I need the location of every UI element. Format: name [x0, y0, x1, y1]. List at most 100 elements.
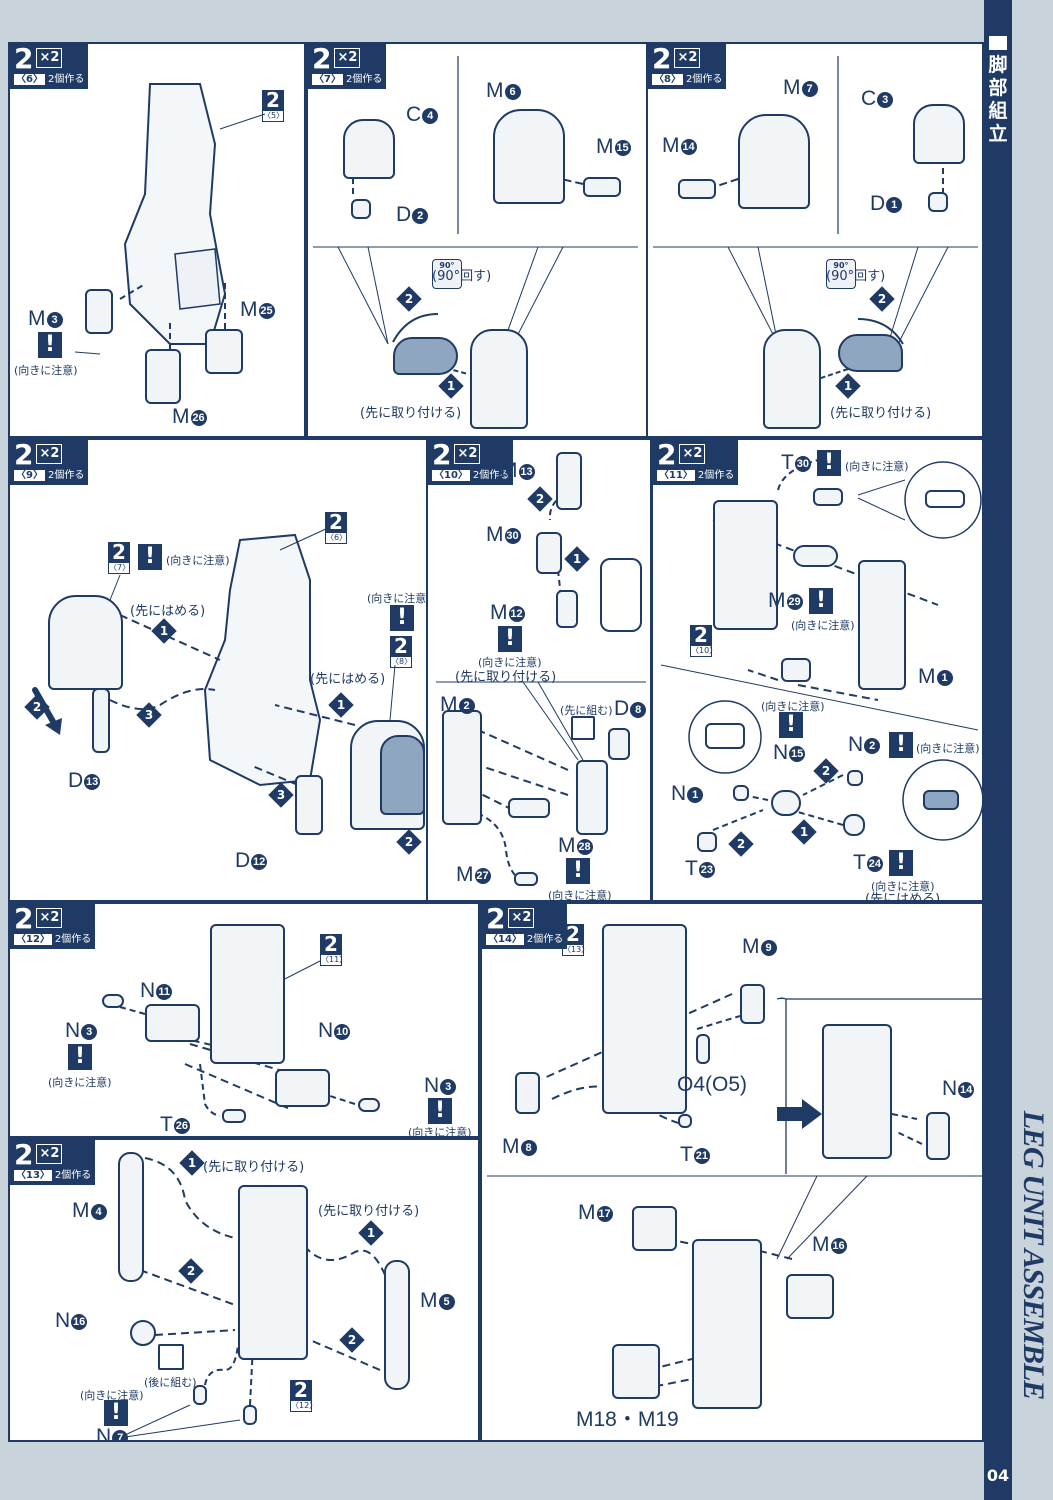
part-n1	[733, 785, 749, 801]
rotate-note: (90°回す)	[432, 268, 492, 284]
part-m14	[678, 179, 716, 199]
part-step8-cover	[380, 735, 425, 815]
rotate-90-indicator: 90° (90°回す)	[432, 259, 491, 289]
seq-number: 2	[535, 492, 545, 506]
part-letter: C	[406, 103, 422, 126]
part-number: 4	[422, 108, 439, 124]
part-letter: D	[396, 203, 412, 226]
note-fit-first: (先にはめる)	[865, 892, 941, 902]
step-number: 2	[486, 902, 506, 935]
part-number: 7	[112, 1430, 129, 1440]
part-number: 27	[474, 868, 491, 884]
make-two-note: 2個作る	[47, 470, 85, 481]
part-letter: N	[671, 782, 687, 805]
step-sub-number: 〈11〉	[657, 470, 695, 481]
part-number: 2	[864, 738, 881, 754]
part-letter: N	[318, 1019, 334, 1042]
part-letter: M	[490, 601, 508, 624]
step-badge: 2×2 〈8〉2個作る	[648, 44, 727, 89]
part-m7	[738, 114, 810, 209]
multiplier-badge: ×2	[36, 48, 63, 68]
seq-marker-2: 2	[178, 1258, 204, 1284]
part-letter: M	[500, 459, 518, 482]
part-n15	[771, 790, 801, 816]
part-number: 16	[71, 1314, 88, 1330]
ref-step-5: 2〈5〉	[262, 90, 284, 122]
seq-number: 1	[572, 552, 582, 566]
ref-step-sub: 〈11〉	[320, 954, 348, 966]
part-step11-assembly	[210, 924, 285, 1064]
seq-number: 2	[347, 1333, 357, 1347]
part-letter: M	[240, 298, 258, 321]
part-number: 1	[687, 787, 704, 803]
ref-step-sub: 〈8〉	[390, 656, 413, 668]
part-number: 5	[438, 1294, 455, 1310]
part-m12-assembled	[576, 760, 608, 835]
step-badge: 2×2 〈11〉2個作る	[653, 440, 739, 485]
seq-marker-1: 1	[564, 546, 590, 572]
part-c4-rotated	[393, 337, 458, 375]
part-number: 30	[504, 528, 521, 544]
multiplier-badge: ×2	[454, 444, 481, 464]
step-sub-number: 〈10〉	[432, 470, 470, 481]
part-letter: N	[65, 1019, 81, 1042]
part-letter: M	[918, 665, 936, 688]
make-two-note: 2個作る	[54, 934, 92, 945]
seq-number: 3	[144, 708, 154, 722]
ref-step-6: 2〈6〉	[325, 512, 347, 544]
part-d13	[92, 688, 110, 753]
part-m8	[515, 1072, 540, 1114]
note-fit-first: (先にはめる)	[310, 672, 386, 687]
part-letter: M	[440, 693, 458, 716]
warning-icon: !	[817, 450, 841, 476]
section-title-en: LEG UNIT ASSEMBLE	[1013, 1085, 1053, 1425]
multiplier-badge: ×2	[334, 48, 361, 68]
part-number: 17	[596, 1206, 613, 1222]
part-step7-assembly	[48, 595, 123, 690]
part-letter: M	[28, 307, 46, 330]
part-d1	[928, 192, 948, 212]
seq-marker-1: 1	[438, 373, 464, 399]
part-letter: M	[486, 79, 504, 102]
ref-step-sub: 〈6〉	[325, 532, 348, 544]
page-number: 04	[986, 1466, 1010, 1485]
step-badge: 2×2 〈6〉2個作る	[10, 44, 89, 89]
part-o4	[696, 1034, 710, 1064]
part-final-assembly	[692, 1239, 762, 1409]
note-assemble-later: (後に組む)	[144, 1376, 197, 1389]
step-number: 2	[14, 1138, 34, 1171]
part-m26	[145, 349, 181, 404]
step-sub-number: 〈13〉	[14, 1170, 52, 1181]
note-mind-direction: (向きに注意)	[548, 889, 612, 902]
seq-marker-1: 1	[835, 373, 861, 399]
part-number: 7	[801, 81, 818, 97]
seq-number: 1	[843, 379, 853, 393]
multiplier-badge: ×2	[36, 1144, 63, 1164]
part-number: 10	[334, 1024, 351, 1040]
part-letter: T	[781, 451, 794, 474]
warning-icon: !	[138, 544, 162, 570]
part-m15	[583, 177, 621, 197]
part-m27	[514, 872, 538, 886]
warning-icon: !	[428, 1098, 452, 1124]
part-letter: N	[848, 733, 864, 756]
part-number: 24	[866, 856, 883, 872]
ref-step-12: 2〈12〉	[290, 1380, 317, 1412]
